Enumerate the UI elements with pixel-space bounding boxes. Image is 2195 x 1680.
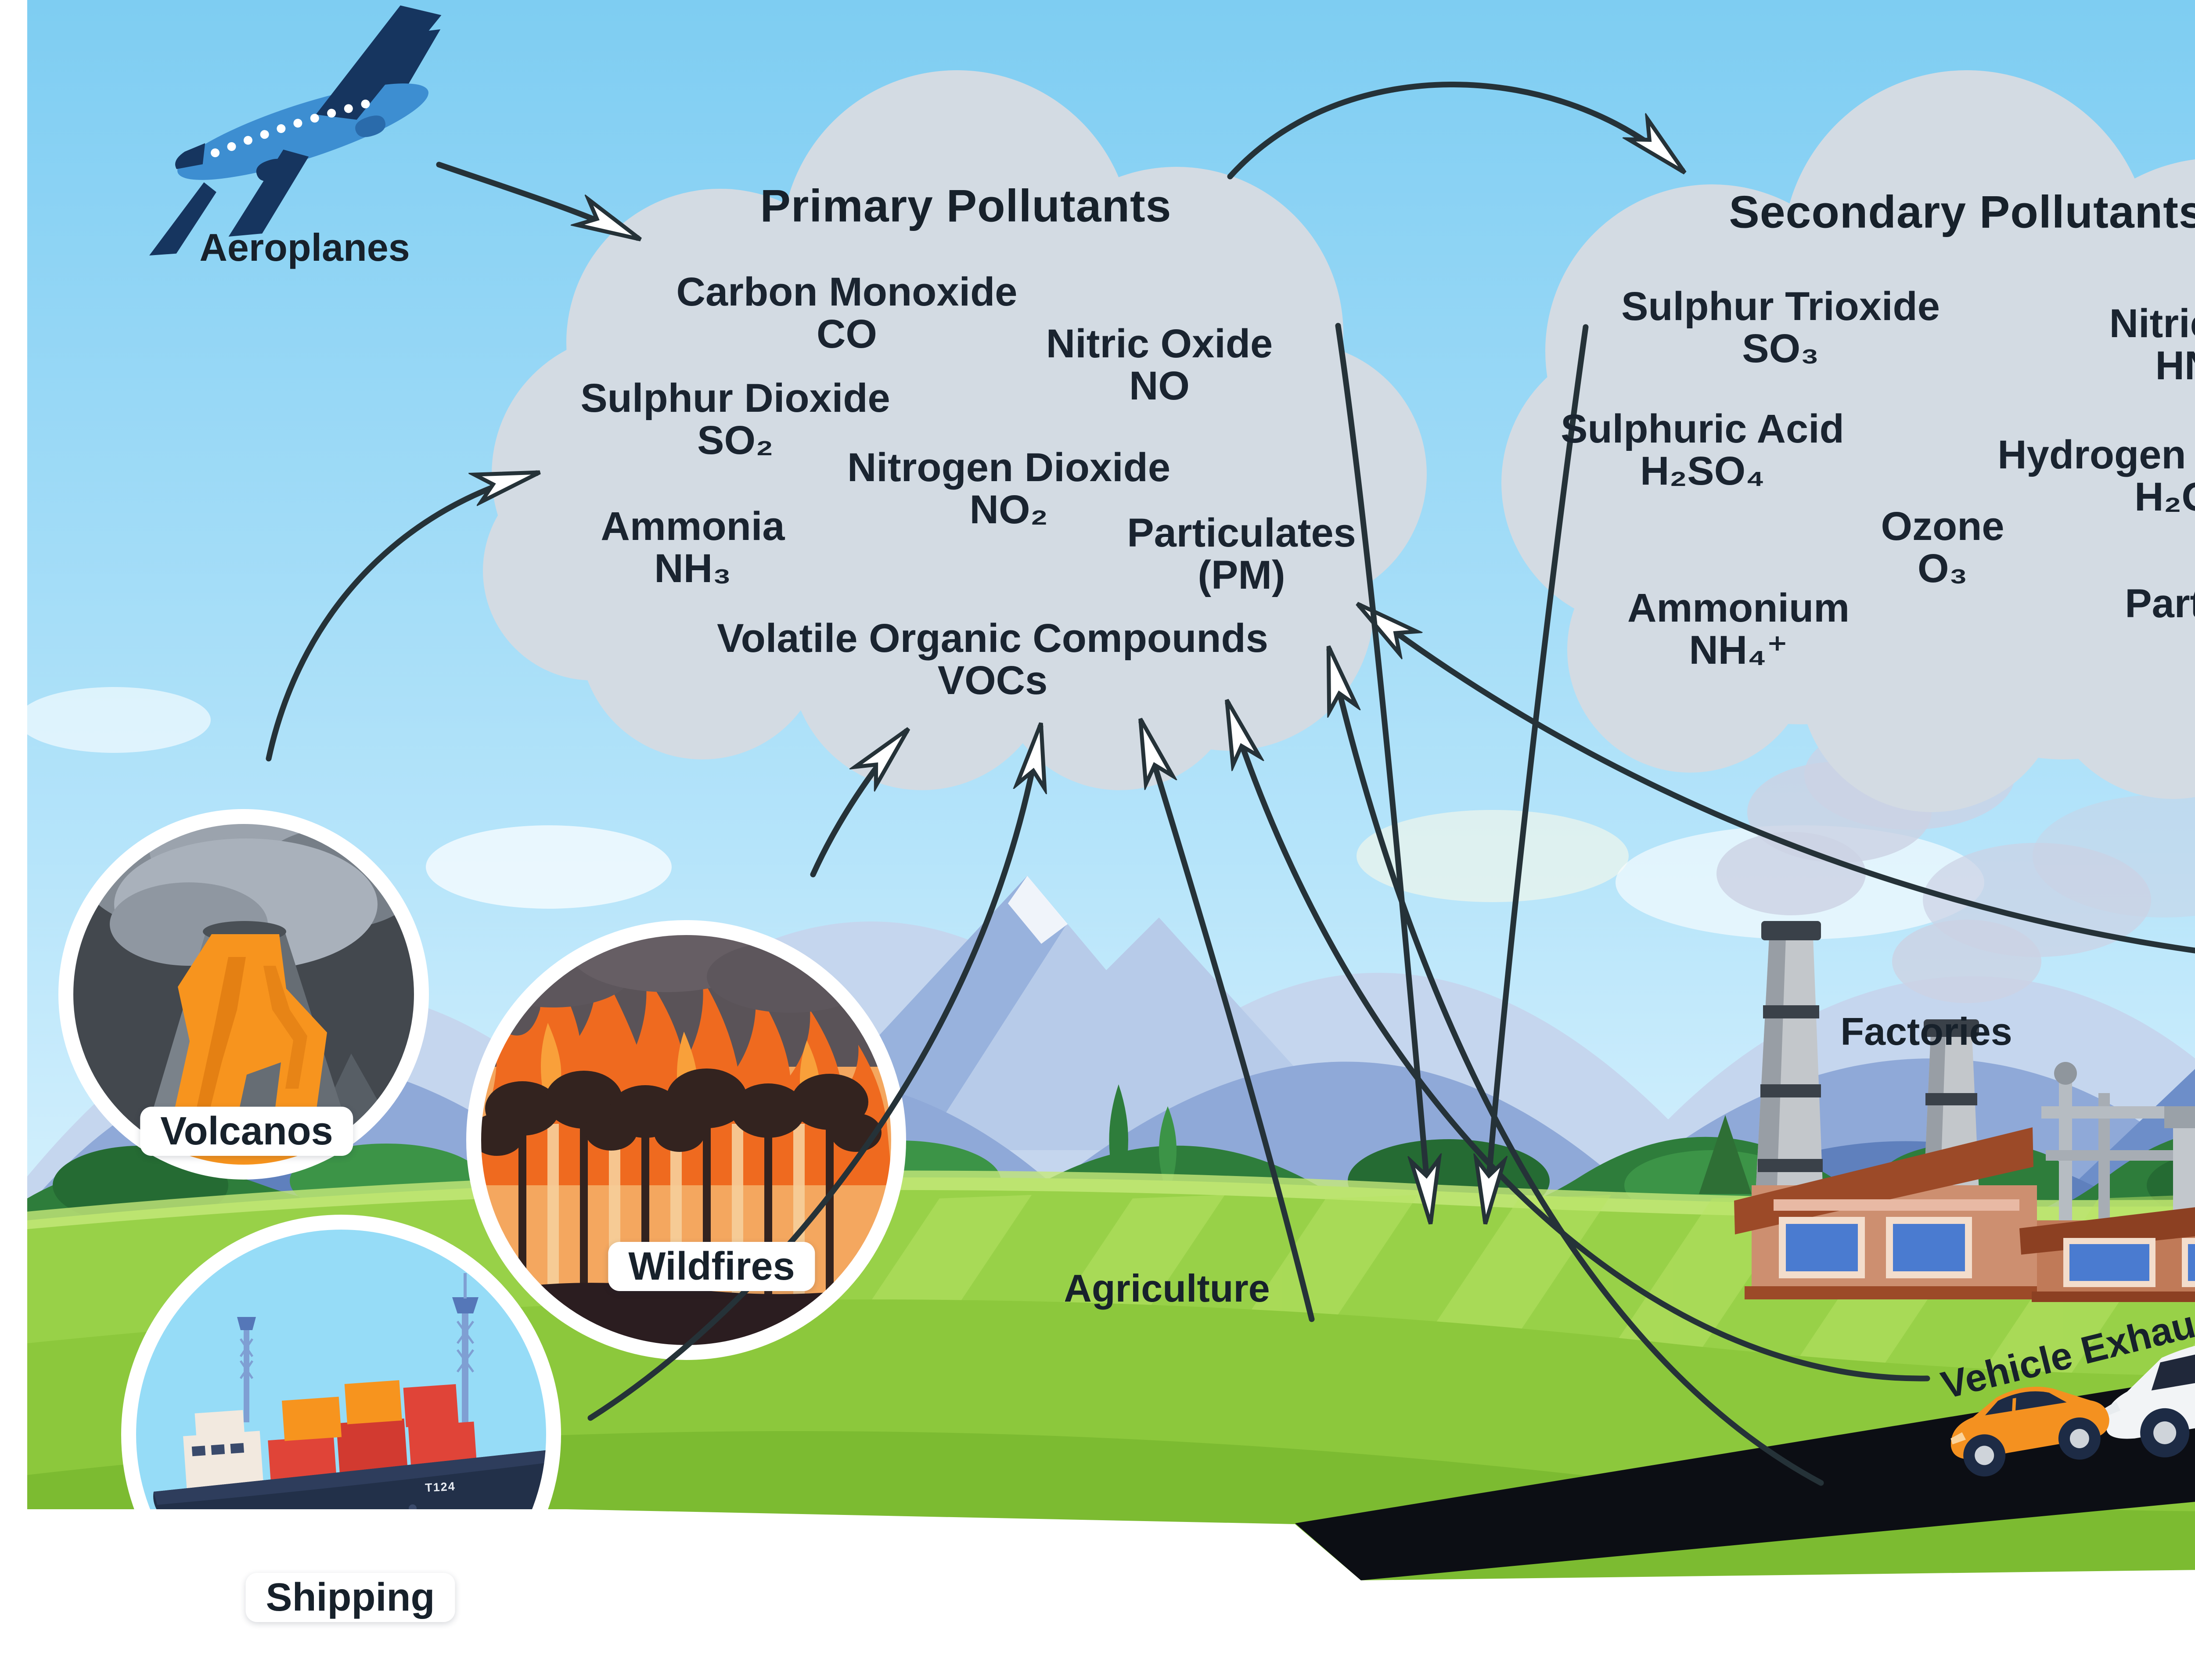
pollutant-item: Sulphuric Acid H₂SO₄ xyxy=(1561,407,1844,493)
factories-label: Factories xyxy=(1840,1009,2012,1053)
aeroplanes-label: Aeroplanes xyxy=(199,225,410,269)
cars xyxy=(1950,1337,2195,1477)
shipping-label: Shipping xyxy=(245,1573,455,1622)
factory-buildings xyxy=(1734,1127,2195,1302)
pollutant-item: Hydrogen Peroxide H₂O₂ xyxy=(1997,432,2195,519)
arrow-volcanos-to-primary xyxy=(266,470,536,762)
arrow-shipping-to-primary xyxy=(587,727,1040,1421)
white-suv xyxy=(2104,1337,2195,1457)
orange-car xyxy=(1950,1386,2109,1477)
arrow-vehicle-exhausts-to-primary xyxy=(1326,650,1824,1486)
arrow-deposition-left xyxy=(1335,323,1430,1220)
pollutant-item: Ozone O₃ xyxy=(1881,504,2004,591)
factory-illustration xyxy=(1716,720,2195,1302)
agriculture-label: Agriculture xyxy=(1064,1266,1270,1310)
arrow-agriculture-to-primary xyxy=(1141,722,1315,1322)
primary-cloud-title: Primary Pollutants xyxy=(760,180,1172,232)
secondary-pollutants-cloud xyxy=(1501,70,2195,812)
ship-hull-code: T124 xyxy=(425,1479,456,1495)
arrow-wildfires-to-primary xyxy=(810,731,906,878)
pollutant-item: Sulphur Trioxide SO₃ xyxy=(1621,284,1940,371)
volcanos-label: Volcanos xyxy=(140,1107,353,1156)
pollutant-item: Carbon Monoxide CO xyxy=(676,270,1018,356)
pollutant-item: Nitrogen Dioxide NO₂ xyxy=(847,445,1171,532)
arrow-factories-to-primary xyxy=(1228,703,1930,1381)
pollutant-item: Ammonia NH₃ xyxy=(601,504,785,591)
pollutant-item: Particulates (PM) xyxy=(1127,511,1356,597)
pollutant-item: Nitric Oxide NO xyxy=(1046,321,1273,408)
secondary-cloud-title: Secondary Pollutants xyxy=(1729,187,2195,238)
airplane-icon xyxy=(149,5,442,255)
pollutant-item: Nitric Acid HNO₃ xyxy=(2109,301,2195,388)
arrows xyxy=(266,82,2195,1486)
pollutant-item: Ammonium NH₄⁺ xyxy=(1627,586,1850,673)
pollutant-item: Particulates (PM) xyxy=(2125,581,2195,626)
arrow-deposition-right xyxy=(1486,324,1589,1220)
pollutant-item: Sulphur Dioxide SO₂ xyxy=(580,376,890,463)
arrow-primary-to-secondary xyxy=(1227,82,1682,180)
wildfires-label: Wildfires xyxy=(608,1242,815,1291)
primary-pollutants-cloud xyxy=(483,70,1427,790)
pollutant-item: Volatile Organic Compounds VOCs xyxy=(717,616,1268,703)
arrow-aeroplanes-to-primary xyxy=(436,162,637,238)
